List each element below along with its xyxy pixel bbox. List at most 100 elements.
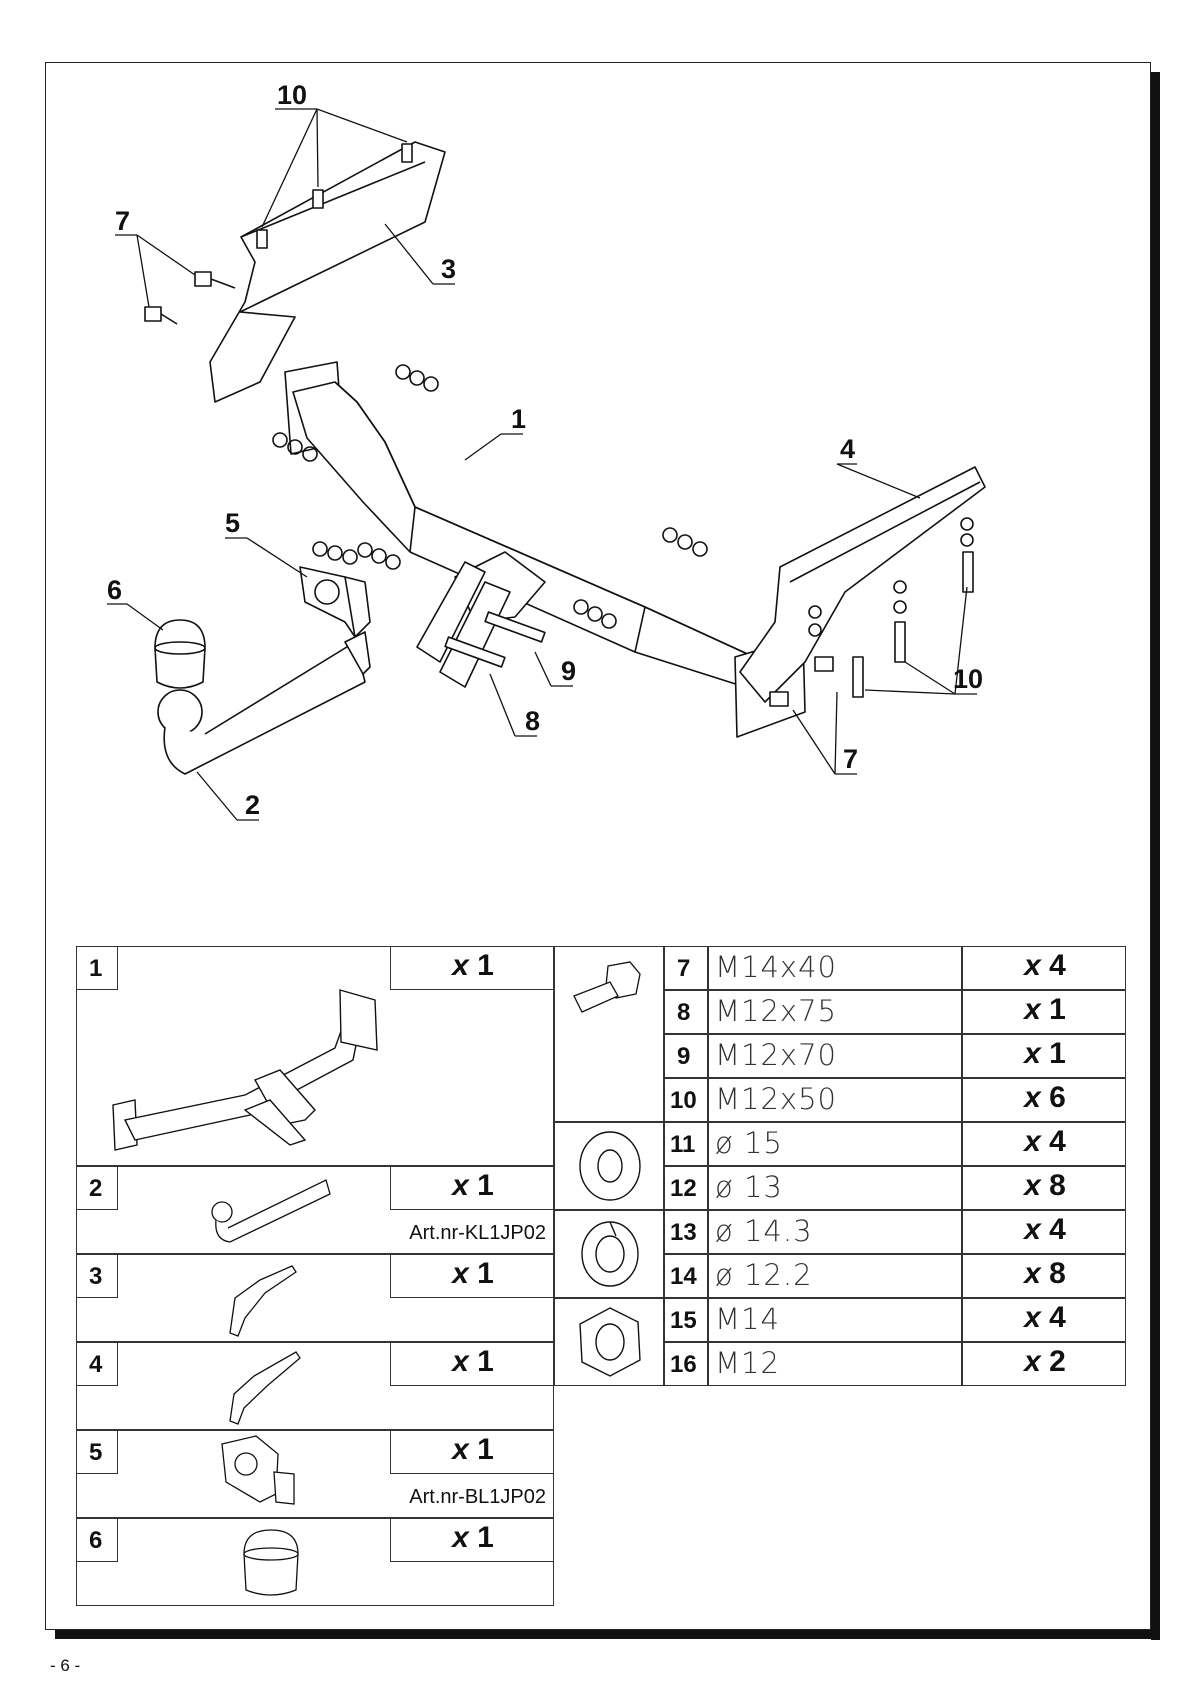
- hardware-spec-cell: M12x75: [708, 990, 962, 1034]
- article-number: Art.nr-BL1JP02: [409, 1486, 546, 1508]
- bracket-part-4: [739, 466, 986, 703]
- quantity-cell: x 1: [390, 1166, 554, 1210]
- hardware-number: 14: [670, 1263, 697, 1290]
- part-number-cell: 5: [76, 1430, 118, 1474]
- hardware-spec: M14: [715, 1302, 780, 1336]
- quantity-cell: x 1: [390, 1430, 554, 1474]
- bolts: [144, 143, 974, 707]
- hardware-spec: M12: [715, 1346, 780, 1380]
- tow-ball-cap-thumbnail-icon: [243, 1529, 299, 1596]
- quantity-cell: x 4: [962, 1122, 1126, 1166]
- hardware-spec: M12x75: [715, 994, 837, 1028]
- callout-6: 6: [107, 575, 122, 605]
- callout-2: 2: [245, 790, 260, 820]
- hardware-spec-cell: M12x70: [708, 1034, 962, 1078]
- spring-washer-icon: [581, 1221, 639, 1287]
- quantity-cell: x 1: [962, 1034, 1126, 1078]
- quantity: x 1: [452, 949, 494, 982]
- callout-1: 1: [511, 404, 526, 434]
- quantity: x 4: [1024, 1125, 1066, 1158]
- hardware-spec-cell: ø 12.2: [708, 1254, 962, 1298]
- hardware-spec-cell: M14x40: [708, 946, 962, 990]
- quantity: x 2: [1024, 1345, 1066, 1378]
- tow-ball-bar-part-2: [157, 631, 371, 775]
- hardware-number-cell: 16: [664, 1342, 708, 1386]
- part-number-cell: 4: [76, 1342, 118, 1386]
- quantity-cell: x 4: [962, 1298, 1126, 1342]
- hardware-number: 7: [677, 955, 691, 982]
- quantity: x 1: [1024, 993, 1066, 1026]
- hardware-number: 13: [670, 1219, 697, 1246]
- frame-shadow-right: [1151, 72, 1160, 1640]
- bracket-part-3: [209, 141, 446, 403]
- tow-ball-bar-thumbnail-icon: [211, 1179, 331, 1243]
- hardware-spec: ø 15: [715, 1126, 783, 1160]
- crossbar-part-1: [284, 361, 806, 738]
- part-number: 6: [89, 1527, 103, 1554]
- callout-10-right: 10: [953, 664, 983, 694]
- quantity: x 4: [1024, 949, 1066, 982]
- hardware-number-cell: 8: [664, 990, 708, 1034]
- hardware-number: 12: [670, 1175, 697, 1202]
- hardware-number: 9: [677, 1043, 691, 1070]
- exploded-assembly-diagram: 10 7 3 1 4 5 6 9 8 2 10 7: [107, 80, 986, 821]
- callout-7-right: 7: [843, 744, 858, 774]
- bolt-icon: [573, 961, 641, 1013]
- hardware-number-cell: 12: [664, 1166, 708, 1210]
- hardware-number-cell: 10: [664, 1078, 708, 1122]
- quantity-cell: x 1: [390, 1254, 554, 1298]
- hardware-spec-cell: ø 14.3: [708, 1210, 962, 1254]
- hardware-number: 11: [670, 1131, 696, 1158]
- flat-washer-icon: [579, 1131, 641, 1201]
- leader-lines: [107, 108, 977, 821]
- page-number: - 6 -: [50, 1656, 81, 1675]
- hardware-number-cell: 11: [664, 1122, 708, 1166]
- hardware-spec-cell: M14: [708, 1298, 962, 1342]
- hex-nut-icon: [579, 1307, 641, 1377]
- quantity: x 8: [1024, 1169, 1066, 1202]
- quantity: x 4: [1024, 1213, 1066, 1246]
- callout-5: 5: [225, 508, 240, 538]
- callout-7-left: 7: [115, 206, 130, 236]
- hardware-spec: ø 13: [715, 1170, 783, 1204]
- hardware-number-cell: 13: [664, 1210, 708, 1254]
- hardware-spec: ø 12.2: [715, 1258, 813, 1292]
- hardware-number: 15: [670, 1307, 697, 1334]
- quantity-cell: x 8: [962, 1166, 1126, 1210]
- callout-10-top: 10: [277, 80, 307, 110]
- hardware-number-cell: 7: [664, 946, 708, 990]
- quantity: x 1: [452, 1257, 494, 1290]
- hardware-spec-cell: ø 15: [708, 1122, 962, 1166]
- socket-plate-thumbnail-icon: [221, 1435, 295, 1505]
- quantity-cell: x 4: [962, 946, 1126, 990]
- bolt-icon-cell: [554, 946, 664, 1122]
- part-number-cell: 2: [76, 1166, 118, 1210]
- part-number-cell: 6: [76, 1518, 118, 1562]
- quantity-cell: x 1: [962, 990, 1126, 1034]
- hardware-number: 8: [677, 999, 691, 1026]
- quantity: x 1: [452, 1433, 494, 1466]
- quantity-cell: x 2: [962, 1342, 1126, 1386]
- quantity: x 1: [452, 1521, 494, 1554]
- hardware-spec: M14x40: [715, 950, 837, 984]
- hardware-number-cell: 15: [664, 1298, 708, 1342]
- article-number: Art.nr-KL1JP02: [409, 1222, 546, 1244]
- hardware-spec: M12x50: [715, 1082, 837, 1116]
- callout-4: 4: [840, 434, 855, 464]
- bracket-right-thumbnail-icon: [229, 1351, 301, 1425]
- part-number-cell: 3: [76, 1254, 118, 1298]
- quantity-cell: x 8: [962, 1254, 1126, 1298]
- part-number: 3: [89, 1263, 103, 1290]
- part-number-cell: 1: [76, 946, 118, 990]
- quantity-cell: x 6: [962, 1078, 1126, 1122]
- hardware-spec: M12x70: [715, 1038, 837, 1072]
- quantity: x 1: [452, 1169, 494, 1202]
- tow-ball-cap-part-6: [154, 619, 206, 689]
- hardware-number: 16: [670, 1351, 697, 1378]
- socket-plate-part-5: [299, 566, 371, 638]
- bracket-left-thumbnail-icon: [229, 1265, 297, 1337]
- washers-and-nuts: [272, 364, 974, 637]
- quantity-cell: x 1: [390, 1518, 554, 1562]
- hardware-spec-cell: M12: [708, 1342, 962, 1386]
- hardware-number-cell: 14: [664, 1254, 708, 1298]
